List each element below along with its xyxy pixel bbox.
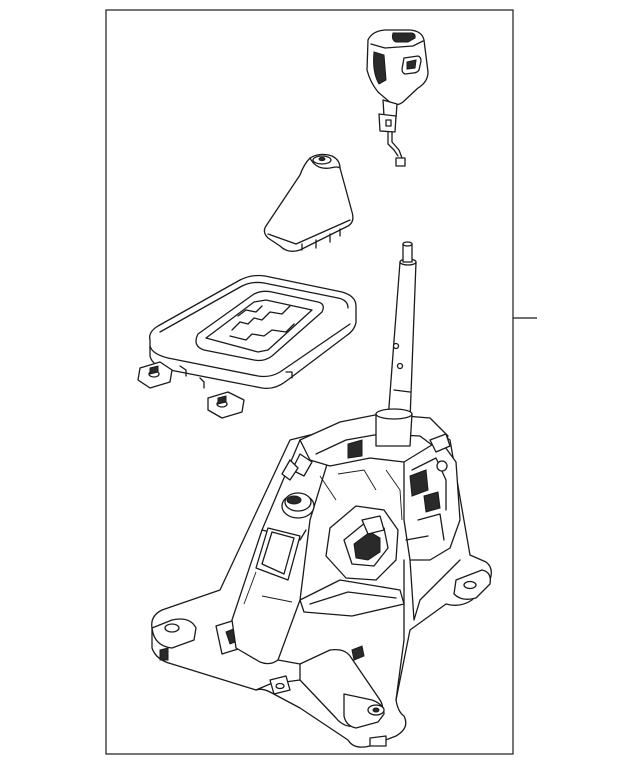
bezel-plate	[137, 274, 357, 419]
shift-knob	[366, 29, 429, 167]
shift-boot	[263, 153, 354, 252]
shifter-base-assembly	[151, 408, 492, 748]
